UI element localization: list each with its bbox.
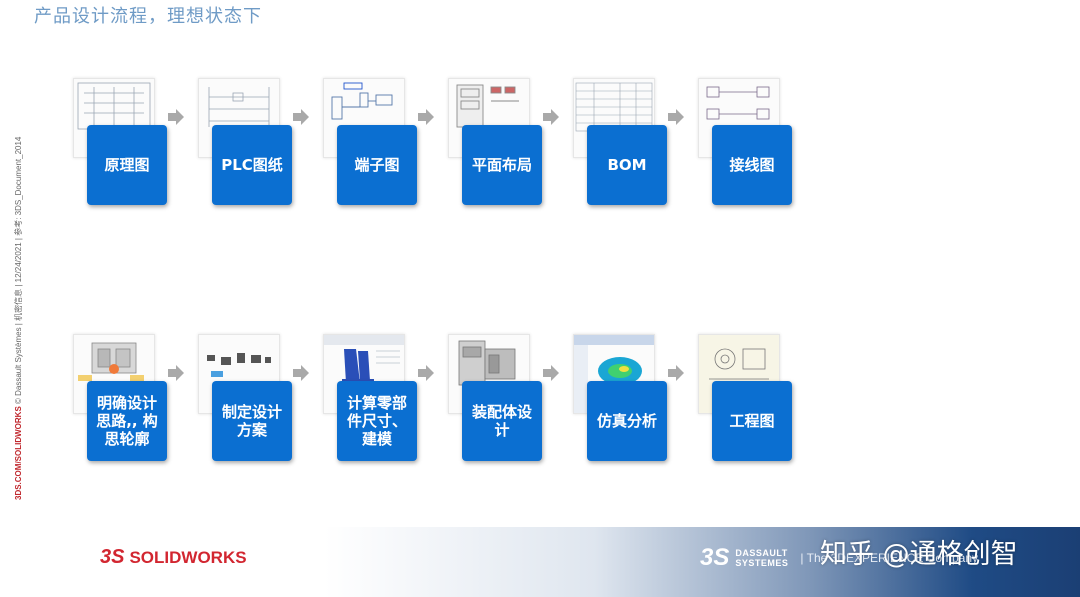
- side-disclaimer: 3DS.COM/SOLIDWORKS © Dassault Systèmes |…: [13, 80, 24, 500]
- arrow-right-icon: [668, 365, 684, 381]
- step-schematic[interactable]: 原理图: [87, 125, 167, 205]
- arrow-right-icon: [543, 109, 559, 125]
- arrow-right-icon: [168, 365, 184, 381]
- dassault-line2: SYSTEMES: [735, 558, 789, 568]
- dassault-wordmark: DASSAULT SYSTEMES: [735, 548, 788, 568]
- arrow-right-icon: [168, 109, 184, 125]
- dassault-logo: 3S DASSAULT SYSTEMES | The 3DEXPERIENCE …: [700, 544, 978, 572]
- ds-logo-mark-icon: 3S: [100, 546, 125, 568]
- design-plan-icon: [198, 334, 280, 414]
- step-engineering-drawing[interactable]: 工程图: [712, 381, 792, 461]
- slide-title: 产品设计流程，理想状态下: [34, 6, 262, 27]
- arrow-right-icon: [293, 365, 309, 381]
- arrow-right-icon: [293, 109, 309, 125]
- arrow-right-icon: [543, 365, 559, 381]
- step-bom[interactable]: BOM: [587, 125, 667, 205]
- step-concept-design[interactable]: 明确设计思路,, 构思轮廓: [87, 381, 167, 461]
- step-terminal-diagram[interactable]: 端子图: [337, 125, 417, 205]
- solidworks-logo: 3S SOLIDWORKS: [100, 546, 247, 569]
- side-disclaimer-text: © Dassault Systèmes | 机密信息 | 12/24/2021 …: [14, 136, 23, 407]
- arrow-right-icon: [668, 109, 684, 125]
- step-plc-drawing[interactable]: PLC图纸: [212, 125, 292, 205]
- step-design-plan[interactable]: 制定设计方案: [212, 381, 292, 461]
- arrow-right-icon: [418, 365, 434, 381]
- step-wiring-diagram[interactable]: 接线图: [712, 125, 792, 205]
- solidworks-wordmark: SOLIDWORKS: [129, 547, 247, 567]
- company-tagline: | The 3DEXPERIENCE Company: [800, 551, 979, 565]
- side-brand-url: 3DS.COM/SOLIDWORKS: [14, 406, 23, 500]
- concept-sketch-icon: [73, 334, 155, 414]
- step-part-modeling[interactable]: 计算零部件尺寸、建模: [337, 381, 417, 461]
- footer-banner: [0, 527, 1080, 597]
- step-assembly-design[interactable]: 装配体设计: [462, 381, 542, 461]
- dassault-line1: DASSAULT: [735, 548, 788, 558]
- step-panel-layout[interactable]: 平面布局: [462, 125, 542, 205]
- zhihu-watermark: 知乎 @通格创智: [820, 539, 1018, 570]
- dassault-mark-icon: 3S: [700, 544, 730, 571]
- step-simulation[interactable]: 仿真分析: [587, 381, 667, 461]
- arrow-right-icon: [418, 109, 434, 125]
